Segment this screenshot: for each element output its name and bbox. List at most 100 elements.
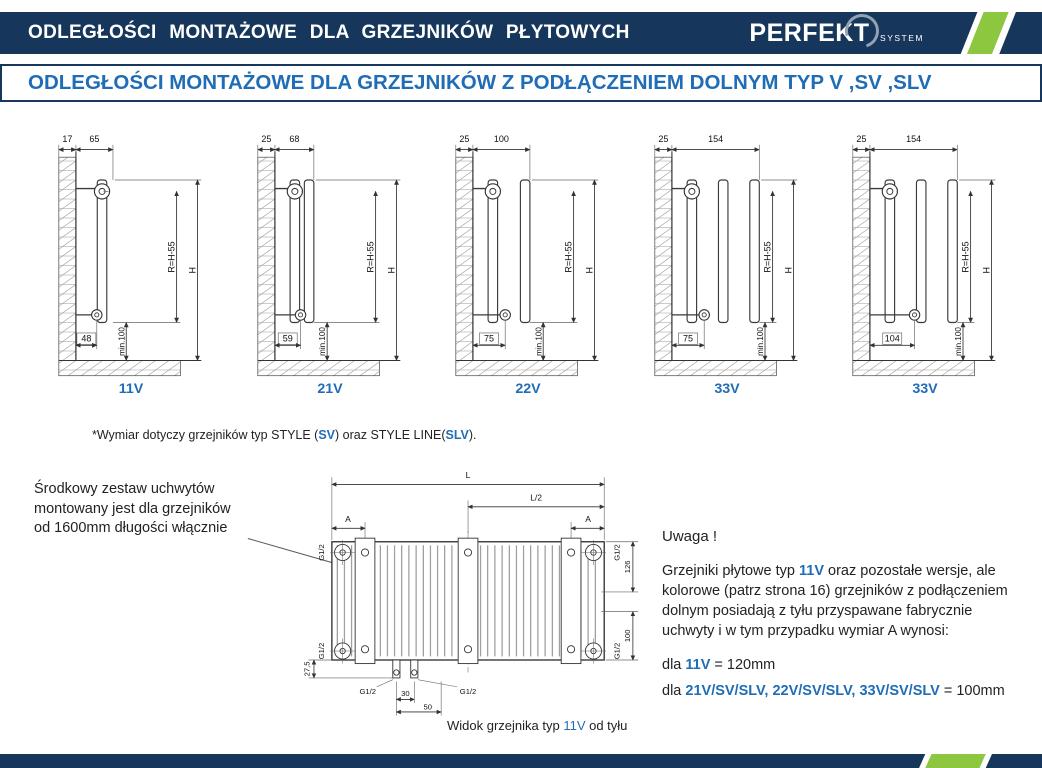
radiator-type-label: 11V: [119, 381, 144, 397]
radiator-panels: [96, 179, 108, 324]
min-dim-label: min.100: [534, 327, 543, 356]
h-dim-label: H: [982, 267, 992, 274]
top-valve-inner: [290, 187, 298, 195]
diagrams-row: 17 65 R=H-55 H min.100: [36, 106, 1020, 406]
notes-paragraph-type: 11V: [799, 563, 824, 579]
rule1-text-2: = 120mm: [710, 657, 776, 673]
rule2-types: 21V/SV/SLV, 22V/SV/SLV, 33V/SV/SLV: [685, 683, 940, 699]
r-dim-label: R=H-55: [961, 241, 971, 272]
g12-connection-top-left: [330, 539, 356, 566]
wall-dim-label: 17: [62, 134, 72, 144]
rule1-types: 11V: [685, 657, 711, 673]
rule2-text-2: = 100mm: [939, 683, 1005, 699]
h-dim-label: H: [585, 267, 595, 274]
floor-hatch: [852, 360, 975, 377]
radiator-diagram-svg: 25 154 R=H-55 H min.10: [653, 134, 797, 397]
floor-hatch: [58, 360, 181, 377]
radiator-panel: [748, 179, 760, 324]
rule2-text-1: dla: [662, 683, 686, 699]
wall-hatch: [256, 156, 275, 361]
bottom-dim-label: 75: [484, 334, 494, 344]
wall-hatch: [58, 156, 77, 361]
radiator-panels: [686, 179, 760, 324]
bottom-dim-label: 75: [683, 334, 693, 344]
radiator-panel: [947, 179, 958, 324]
dim-a-rule-others: dla 21V/SV/SLV, 22V/SV/SLV, 33V/SV/SLV =…: [662, 683, 1028, 699]
mounting-note-line-3: od 1600mm długości włącznie: [34, 520, 228, 537]
wall-dim-label: 25: [658, 134, 668, 144]
bottom-bar-tail: [985, 754, 1042, 768]
h-dim-label: H: [783, 267, 793, 274]
min-dim-label: min.100: [756, 327, 765, 356]
wall-dim-label: 25: [459, 134, 469, 144]
bottom-bar: [0, 754, 1042, 768]
floor-hatch: [256, 360, 380, 377]
wall-dim-label: 25: [856, 134, 866, 144]
bottom-valve-inner: [94, 312, 100, 318]
r-dim-label: R=H-55: [167, 241, 177, 272]
depth-dim-label: 65: [89, 134, 99, 144]
g12-label-bottom-pipe-right: G1/2: [460, 687, 477, 696]
floor-hatch: [455, 360, 578, 377]
caption-type: 11V: [563, 718, 586, 733]
radiator-diagram: 25 100 R=H-55 H min.10: [433, 106, 623, 406]
dim-label-L2: L/2: [530, 493, 542, 503]
radiator-panel: [96, 179, 108, 324]
bottom-pipe-port: [411, 669, 418, 676]
radiator-diagram-svg: 17 65 R=H-55 H min.100: [58, 134, 202, 397]
bracket-bolt: [360, 548, 370, 557]
radiator-panels: [487, 179, 531, 324]
wall-hatch: [455, 156, 474, 361]
depth-dim-label: 154: [906, 134, 921, 144]
brand-name-text: PERFEKT: [749, 19, 870, 47]
wall-hatch: [852, 156, 871, 361]
radiator-diagram: 25 154 R=H-55 H min.10: [632, 106, 822, 406]
radiator-diagram-svg: 25 154 R=H-55 H min.10: [852, 134, 996, 397]
rule1-text-1: dla: [662, 657, 686, 673]
top-valve-inner: [687, 187, 695, 195]
bracket-bolt: [567, 645, 576, 654]
radiator-panel: [717, 179, 729, 324]
radiator-diagram-svg: 25 100 R=H-55 H min.10: [455, 134, 599, 397]
depth-dim-label: 68: [289, 134, 299, 144]
notes-paragraph-text-2: oraz pozostałe wersje, ale kolorowe (pat…: [662, 563, 1008, 639]
wall-dim-label: 25: [261, 134, 271, 144]
caption-text-2: od tyłu: [585, 718, 628, 733]
bottom-valve-inner: [912, 312, 918, 318]
back-view-svg: L L/2 A A G1/2 G1/2 G1/2 G1/2: [302, 470, 639, 716]
radiator-type-label: 22V: [515, 381, 541, 397]
bottom-pipe: [410, 659, 419, 679]
dim-label-L: L: [466, 470, 471, 480]
caption-text-1: Widok grzejnika typ: [447, 718, 564, 733]
dim-label-50: 50: [423, 702, 431, 711]
radiator-diagram-svg: 25 68 R=H-55 H min.100: [256, 134, 400, 397]
mounting-note-line-2: montowany jest dla grzejników: [34, 500, 231, 517]
bracket-bolt: [464, 645, 473, 654]
floor-hatch: [653, 360, 777, 377]
bottom-dim-label: 104: [885, 334, 900, 344]
radiator-panels: [884, 179, 958, 324]
h-dim-label: H: [188, 267, 198, 274]
radiator-diagram: 25 68 R=H-55 H min.100: [235, 106, 425, 406]
r-dim-label: R=H-55: [762, 241, 772, 272]
g12-connection-bottom-left: [330, 638, 356, 664]
bracket-plate-center: [457, 537, 479, 665]
bottom-pipe-port: [393, 669, 400, 676]
bottom-section: Środkowy zestaw uchwytów montowany jest …: [0, 450, 1042, 748]
notes-paragraph-text-1: Grzejniki płytowe typ: [662, 563, 799, 579]
radiator-panel: [884, 179, 896, 324]
section-title-bar: ODLEGŁOŚCI MONTAŻOWE DLA GRZEJNIKÓW Z PO…: [0, 64, 1042, 102]
footnote: *Wymiar dotyczy grzejników typ STYLE (SV…: [92, 428, 477, 442]
bracket-plate-right: [560, 537, 582, 665]
footnote-text-3: ).: [468, 428, 477, 442]
dim-label-A-left: A: [345, 514, 351, 524]
min-dim-label: min.100: [318, 327, 327, 356]
g12-connection-bottom-right: [580, 638, 606, 664]
g12-label-bottom-pipe-left: G1/2: [359, 687, 376, 696]
notes-heading: Uwaga !: [662, 528, 718, 545]
radiator-panel: [487, 179, 499, 324]
mounting-note: Środkowy zestaw uchwytów montowany jest …: [34, 480, 274, 539]
radiator-type-label: 33V: [714, 381, 740, 397]
g12-label-bottom-right: G1/2: [612, 643, 621, 660]
radiator-panels: [289, 179, 314, 324]
